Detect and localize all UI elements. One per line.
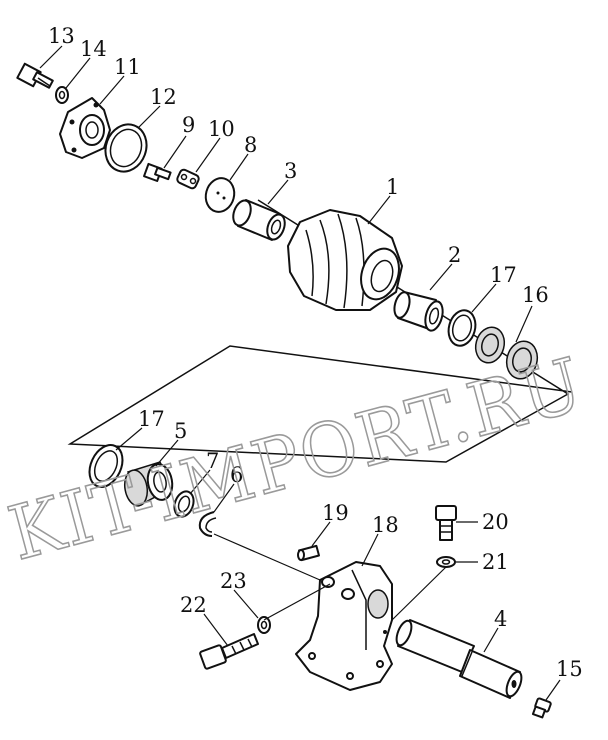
- callout-9: 9: [182, 113, 195, 137]
- part-19-pin: [297, 544, 320, 562]
- leader-lines: [39, 45, 561, 701]
- part-16-floating-seal: [474, 326, 539, 380]
- part-11-cover: [59, 97, 111, 159]
- callout-11: 11: [114, 55, 141, 79]
- callout-10: 10: [208, 117, 235, 141]
- part-3-bushing: [232, 199, 286, 241]
- part-7-o-ring: [173, 490, 195, 518]
- callout-18: 18: [372, 513, 399, 537]
- callout-6: 6: [230, 463, 243, 487]
- part-15-plug: [531, 697, 552, 719]
- callout-1: 1: [386, 175, 399, 199]
- part-20-bolt: [435, 505, 457, 541]
- callout-13: 13: [48, 24, 75, 48]
- callout-12: 12: [150, 85, 177, 109]
- callout-7: 7: [206, 449, 219, 473]
- part-14-washer: [55, 86, 69, 104]
- part-17-o-ring-lower: [88, 444, 124, 488]
- callout-19: 19: [322, 501, 349, 525]
- part-1-roller: [287, 209, 403, 311]
- callout-16: 16: [522, 283, 549, 307]
- callout-15: 15: [556, 657, 583, 681]
- part-22-bolt: [199, 633, 259, 670]
- part-2-bushing: [393, 291, 444, 332]
- part-12-o-ring: [104, 123, 148, 173]
- part-9-bolt: [143, 162, 172, 182]
- callout-20: 20: [482, 510, 509, 534]
- callout-23: 23: [220, 569, 247, 593]
- callout-21: 21: [482, 550, 509, 574]
- part-17-o-ring-upper: [447, 309, 477, 347]
- part-5-floating-seal: [123, 461, 174, 507]
- part-21-washer: [436, 556, 456, 568]
- callout-5: 5: [174, 419, 187, 443]
- watermark: KIT-IMPORT.RU: [0, 342, 592, 578]
- callout-labels: 13 14 11 12 9 10 8 3 1 2 17 16 17 5 7 6 …: [48, 24, 583, 681]
- part-6-snap-ring: [198, 511, 217, 537]
- callout-4: 4: [494, 607, 507, 631]
- part-23-washer: [257, 616, 271, 634]
- callout-8: 8: [244, 133, 257, 157]
- part-8-disc: [204, 177, 236, 213]
- callout-2: 2: [448, 243, 461, 267]
- callout-3: 3: [284, 159, 297, 183]
- part-4-shaft: [395, 619, 523, 699]
- callout-17-lower: 17: [138, 407, 165, 431]
- callout-17-upper: 17: [490, 263, 517, 287]
- part-10-plate: [176, 168, 200, 190]
- part-18-bracket: [295, 561, 393, 691]
- callout-22: 22: [180, 593, 207, 617]
- callout-14: 14: [80, 37, 107, 61]
- part-13-bolt: [16, 62, 54, 89]
